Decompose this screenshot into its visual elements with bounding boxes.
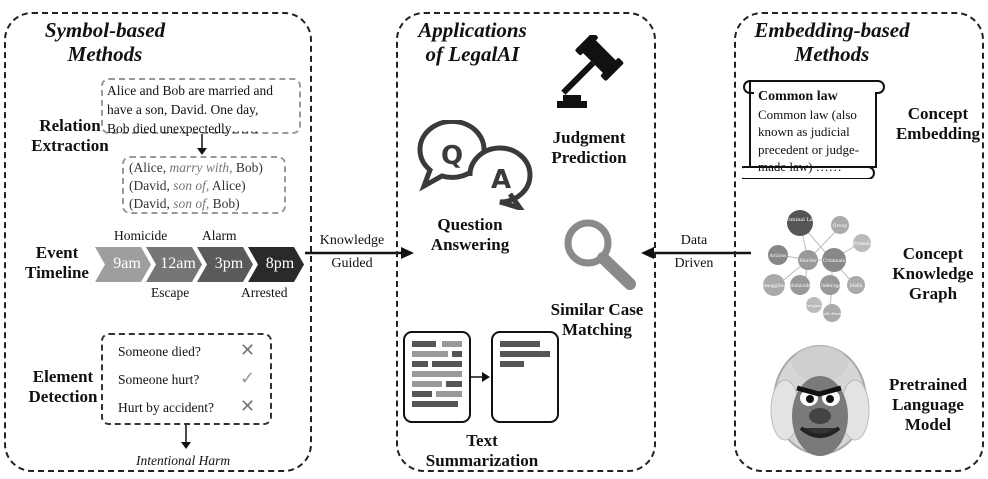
- chevron-9am: [95, 247, 151, 282]
- time-3pm: 3pm: [214, 255, 244, 272]
- element-questions-box: Someone died? ✕ Someone hurt? ✓ Hurt by …: [101, 333, 272, 425]
- knowledge-guided-arrow: [305, 247, 414, 259]
- embedding-based-panel: [734, 12, 984, 472]
- questions-to-result-arrow: [181, 425, 191, 449]
- common-law-title: Common law: [758, 89, 838, 104]
- data-driven-label: Data: [664, 233, 724, 249]
- a-letter: A: [491, 165, 511, 195]
- judgment-prediction-label: Judgment Prediction: [551, 128, 627, 167]
- relation-extraction-label: Relation Extraction: [31, 116, 109, 155]
- triple-row: (David, son of, Bob): [129, 196, 240, 211]
- event-arrested: Arrested: [241, 285, 288, 300]
- question-answering-label: Question Answering: [430, 215, 510, 254]
- svg-text:Death Penalty: Death Penalty: [818, 311, 847, 316]
- story-text-box: Alice and Bob are married and have a son…: [101, 78, 301, 136]
- graph-node-trespass: Trespass: [805, 297, 823, 313]
- chevron-8pm: [248, 247, 304, 282]
- pretrained-language-model-label: Pretrained Language Model: [888, 375, 968, 434]
- knowledge-graph-icon: Criminal Law Group Friends Actions Murde…: [762, 210, 871, 322]
- knowledge-guided-label: Knowledge: [312, 233, 392, 249]
- applications-panel: [396, 12, 656, 472]
- time-12am: 12am: [160, 255, 196, 272]
- triple-row: (David, son of, Alice): [129, 178, 246, 193]
- question-answer-icon: Q A: [417, 120, 533, 210]
- applications-title: Applications of LegalAI: [418, 18, 527, 66]
- svg-text:Mafia: Mafia: [850, 283, 863, 289]
- svg-text:Criminals: Criminals: [823, 258, 846, 264]
- question-someone-hurt: Someone hurt?: [118, 372, 200, 387]
- graph-node-friends: Friends: [853, 234, 871, 252]
- check-icon: ✓: [240, 368, 256, 388]
- svg-text:Actions: Actions: [769, 253, 788, 259]
- embedding-based-title: Embedding-based Methods: [754, 18, 910, 66]
- svg-text:Underage: Underage: [819, 283, 842, 289]
- event-alarm: Alarm: [202, 228, 237, 243]
- svg-text:Group: Group: [833, 223, 847, 229]
- graph-node-criminal-law: Criminal Law: [783, 210, 818, 236]
- gavel-icon: [557, 35, 624, 108]
- graph-node-underage: Underage: [819, 275, 842, 295]
- graph-node-homicide: Homicide: [789, 275, 811, 295]
- triple-row: (Alice, marry with, Bob): [129, 160, 263, 175]
- story-to-triples-arrow: [197, 134, 207, 155]
- similar-case-matching-label: Similar Case Matching: [550, 300, 644, 339]
- svg-text:Trespass: Trespass: [805, 303, 823, 308]
- svg-text:Friends: Friends: [853, 241, 871, 247]
- timeline-chevrons: [95, 247, 304, 282]
- relation-triples-box: (Alice, marry with, Bob) (David, son of,…: [122, 156, 286, 214]
- scroll-icon: [742, 80, 885, 179]
- svg-text:Smuggling: Smuggling: [762, 283, 787, 289]
- text-summarization-label: Text Summarization: [425, 431, 539, 470]
- svg-text:Homicide: Homicide: [789, 283, 811, 289]
- concept-knowledge-graph-label: Concept Knowledge Graph: [892, 244, 974, 303]
- element-detection-label: Element Detection: [28, 367, 98, 406]
- svg-text:Murder: Murder: [799, 258, 817, 264]
- data-driven-label-2: Driven: [674, 256, 714, 271]
- event-homicide: Homicide: [114, 228, 168, 243]
- time-9am: 9am: [113, 255, 141, 272]
- knowledge-guided-label-2: Guided: [331, 256, 373, 271]
- graph-node-criminals: Criminals: [822, 248, 846, 272]
- cross-icon: ✕: [240, 396, 256, 416]
- question-someone-died: Someone died?: [118, 344, 201, 359]
- concept-embedding-label: Concept Embedding: [895, 104, 981, 143]
- graph-node-death-penalty: Death Penalty: [818, 304, 847, 322]
- intentional-harm-result: Intentional Harm: [136, 453, 231, 468]
- graph-node-actions: Actions: [768, 245, 788, 265]
- time-8pm: 8pm: [265, 255, 295, 272]
- magnifier-icon: [564, 219, 636, 290]
- symbol-based-panel: [4, 12, 312, 472]
- graph-node-murder: Murder: [798, 250, 818, 270]
- cross-icon: ✕: [240, 340, 256, 360]
- svg-text:Criminal Law: Criminal Law: [783, 217, 818, 223]
- chevron-12am: [146, 247, 202, 282]
- graph-node-group: Group: [831, 216, 849, 234]
- question-hurt-by-accident: Hurt by accident?: [118, 400, 214, 415]
- symbol-based-title: Symbol-based Methods: [44, 18, 166, 66]
- graph-node-smuggling: Smuggling: [762, 274, 787, 296]
- common-law-text: Common law Common law (also known as jud…: [758, 88, 876, 176]
- q-letter: Q: [441, 141, 463, 171]
- event-escape: Escape: [151, 285, 190, 300]
- event-timeline-label: Event Timeline: [25, 243, 89, 282]
- document-summary-icon: [403, 331, 559, 423]
- chevron-3pm: [197, 247, 253, 282]
- common-law-body: Common law (also known as judicial prece…: [758, 106, 860, 175]
- bert-mascot-icon: [770, 345, 870, 456]
- graph-node-mafia: Mafia: [847, 276, 865, 294]
